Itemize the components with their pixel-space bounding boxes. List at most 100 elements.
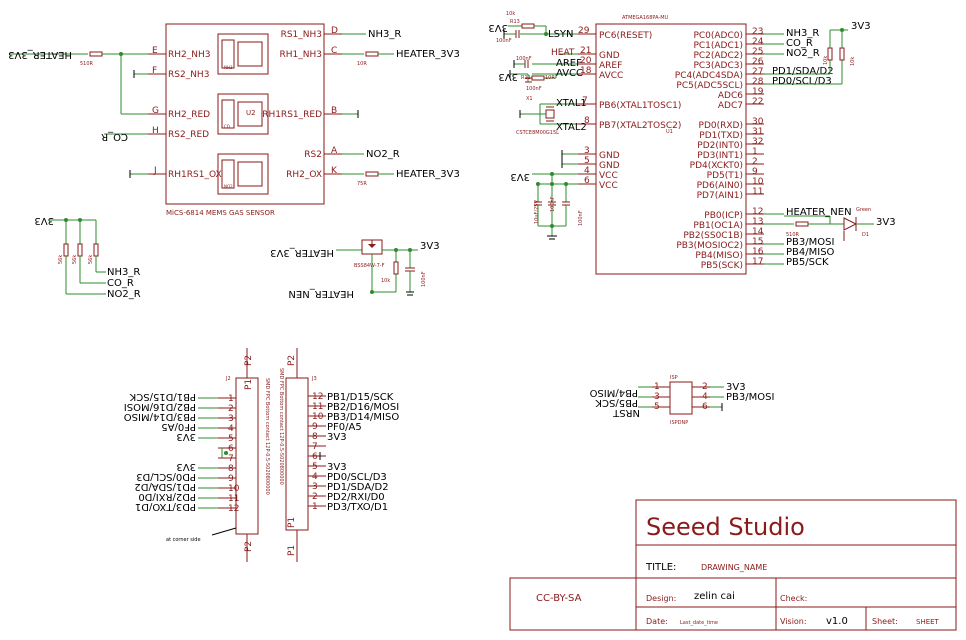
mcu-pin-num-18: 18: [580, 66, 592, 76]
j3-pin-number: 6: [312, 452, 318, 462]
sensor-no2-label: NO2: [224, 184, 233, 189]
pullup-value-2: 56k: [72, 255, 78, 264]
j2-pin-number: 10: [228, 484, 240, 494]
j2-note: at corner side: [166, 537, 201, 543]
j2-pin-net: 3V3: [176, 461, 196, 472]
reset-resistor-value: 10k: [506, 11, 515, 17]
sensor-no2-element: [237, 161, 263, 187]
mcu-pin-name-pd5: PD5(T1): [707, 171, 743, 181]
j3-pin-number: 11: [312, 402, 323, 412]
mcu-pin-name-pd3: PD3(INT1): [697, 151, 743, 161]
isp-body: [669, 381, 693, 415]
mcu-pin-name-pc0: PC0(ADC0): [693, 31, 743, 41]
j2-p-mid: P1: [244, 379, 254, 390]
j2-junction: [224, 451, 228, 455]
mcu-net-sck: PB5/SCK: [786, 257, 829, 268]
mcu-pin-name-pd1: PD1(TXD): [699, 131, 743, 141]
sensor-pin-c: C: [331, 46, 337, 56]
j2-pin-net: PD0/SCL/D3: [136, 471, 196, 482]
j3-vertical-label: SMD FPC Bottom contact 12P-0.5-502080000…: [278, 368, 284, 485]
j3-pin-net: PD3/TXO/D1: [327, 502, 388, 513]
mcu-pin-num-14: 14: [752, 227, 764, 237]
mcu-pin-num-2: 2: [752, 157, 758, 167]
mcu-pin-name-adc7: ADC7: [718, 101, 743, 111]
sensor-co-heater: [221, 99, 235, 129]
title-company: Seeed Studio: [646, 513, 805, 541]
mcu-left-pins: 29 21 20 18 7 8 3 5 4 6 PC6(RESET) GND A…: [578, 26, 681, 191]
j3-pin-net: 3V3: [327, 432, 347, 443]
sensor-nh3-label: NH3: [224, 65, 233, 70]
j3-p-mid: P1: [287, 517, 297, 528]
j2-p-top: P2: [244, 355, 254, 366]
j3-pin-net: PB3/D14/MISO: [327, 412, 399, 423]
title-date-label: Date:: [646, 617, 668, 626]
heater-switch-out-label: HEATER_3V3: [270, 247, 334, 258]
sensor-pin-g: G: [152, 106, 159, 116]
isp-pin-4: 4: [702, 392, 708, 402]
mcu-pin-num-11: 11: [752, 187, 763, 197]
sensor-heater-resistor-value: 510R: [80, 61, 94, 67]
net-nh3-r: NH3_R: [368, 29, 401, 40]
j3-pin-number: 8: [312, 432, 318, 442]
mcu-net-co-r: CO_R: [786, 38, 813, 49]
sensor-heater-resistor: [89, 51, 103, 57]
led-resistor-value: 510R: [786, 232, 800, 238]
mcu-pin-name-pc4: PC4(ADC4SDA): [675, 71, 743, 81]
j3-ref: J3: [311, 376, 317, 382]
title-vision-value: v1.0: [826, 616, 848, 627]
sensor-pin-f: F: [152, 66, 157, 76]
reset-net-label: LSYN: [548, 29, 574, 40]
sensor-nh3-element: [237, 41, 263, 67]
mcu-pin-name-xtal1: PB6(XTAL1TOSC1): [599, 101, 681, 111]
sensor-pin-b: B: [331, 106, 337, 116]
mcu-pin-num-31: 31: [752, 127, 763, 137]
mcu-pin-name-vcc-4: VCC: [599, 171, 618, 181]
mcu-pin-num-24: 24: [752, 37, 764, 47]
isp-footprint: ISPDNP: [670, 420, 688, 426]
mcu-pin-name-pb3: PB3(MOSIOC2): [676, 241, 743, 251]
mcu-pin-num-25: 25: [752, 47, 763, 57]
reset-resistor: [521, 23, 535, 29]
mcu-pin-num-32: 32: [752, 137, 763, 147]
net-heater-3v3-top: HEATER_3V3: [396, 49, 460, 60]
j2-vertical-label: SMD FPC Bottom contact 12P-0.5-502080000…: [264, 378, 270, 495]
sensor-pin-h: H: [152, 126, 159, 136]
mcu-pin-num-8: 8: [584, 116, 590, 126]
j3-pin-net: PD2/RXI/D0: [327, 492, 385, 503]
isp-net-miso: PB4/MISO: [589, 387, 638, 398]
decoupling-cap-2: 100nF: [550, 196, 556, 212]
mcu-aref-label: AREF: [556, 58, 582, 69]
pullup-network: 3V3 56k 56k 56k NH3_R CO_R NO2_R: [34, 215, 140, 300]
mcu-pin-name-avcc: AVCC: [599, 71, 623, 81]
sensor-nh3-block: [217, 33, 269, 75]
led-triangle-icon: [843, 217, 858, 231]
mcu-net-nh3-r: NH3_R: [786, 28, 819, 39]
j2-pin-number: 6: [228, 444, 234, 454]
mcu-pin-name-pb2: PB2(SS0C1B): [683, 231, 743, 241]
j3-pin-number: 2: [312, 492, 318, 502]
mcu-symbol: ATMEGA168PA-MU U1 29 21 20 18 7 8 3 5 4 …: [488, 11, 896, 275]
pullup-value-1: 56k: [58, 255, 64, 264]
j3-p-bottom: P1: [287, 545, 297, 556]
isp-pin-3: 3: [654, 392, 660, 402]
mcu-pin-name-gnd-5: GND: [599, 161, 620, 171]
sensor-pin-j: J: [153, 166, 157, 176]
sensor-nh3-heater: [221, 39, 235, 69]
j2-pin-number: 7: [228, 454, 234, 464]
mcu-net-scl: PD0/SCL/D3: [772, 76, 832, 87]
mcu-pin-name-pc5: PC5(ADC5SCL): [676, 81, 743, 91]
j2-pin-net: PB3/D14/MISO: [124, 411, 196, 422]
sensor-pin-name-rh1-nh3: RH1_NH3: [280, 50, 322, 60]
sensor-pin-name-rs2-red: RS2_RED: [168, 130, 209, 140]
mcu-pin-name-pd7: PD7(AIN1): [697, 191, 743, 201]
j2-pin-net: PF0/A5: [161, 421, 196, 432]
j3-pin-number: 9: [312, 422, 318, 432]
j2-pin-number: 11: [228, 494, 239, 504]
pullup-resistor-no2: [93, 243, 99, 257]
xtal1-label: XTAL1: [556, 98, 587, 109]
net-heater-3v3-bottom: HEATER_3V3: [396, 169, 460, 180]
j2-pin-net: PB2/D16/MOSI: [124, 401, 196, 412]
j3-pin-number: 7: [312, 442, 318, 452]
isp-pin-2: 2: [702, 382, 708, 392]
j3-pin-number: 10: [312, 412, 324, 422]
